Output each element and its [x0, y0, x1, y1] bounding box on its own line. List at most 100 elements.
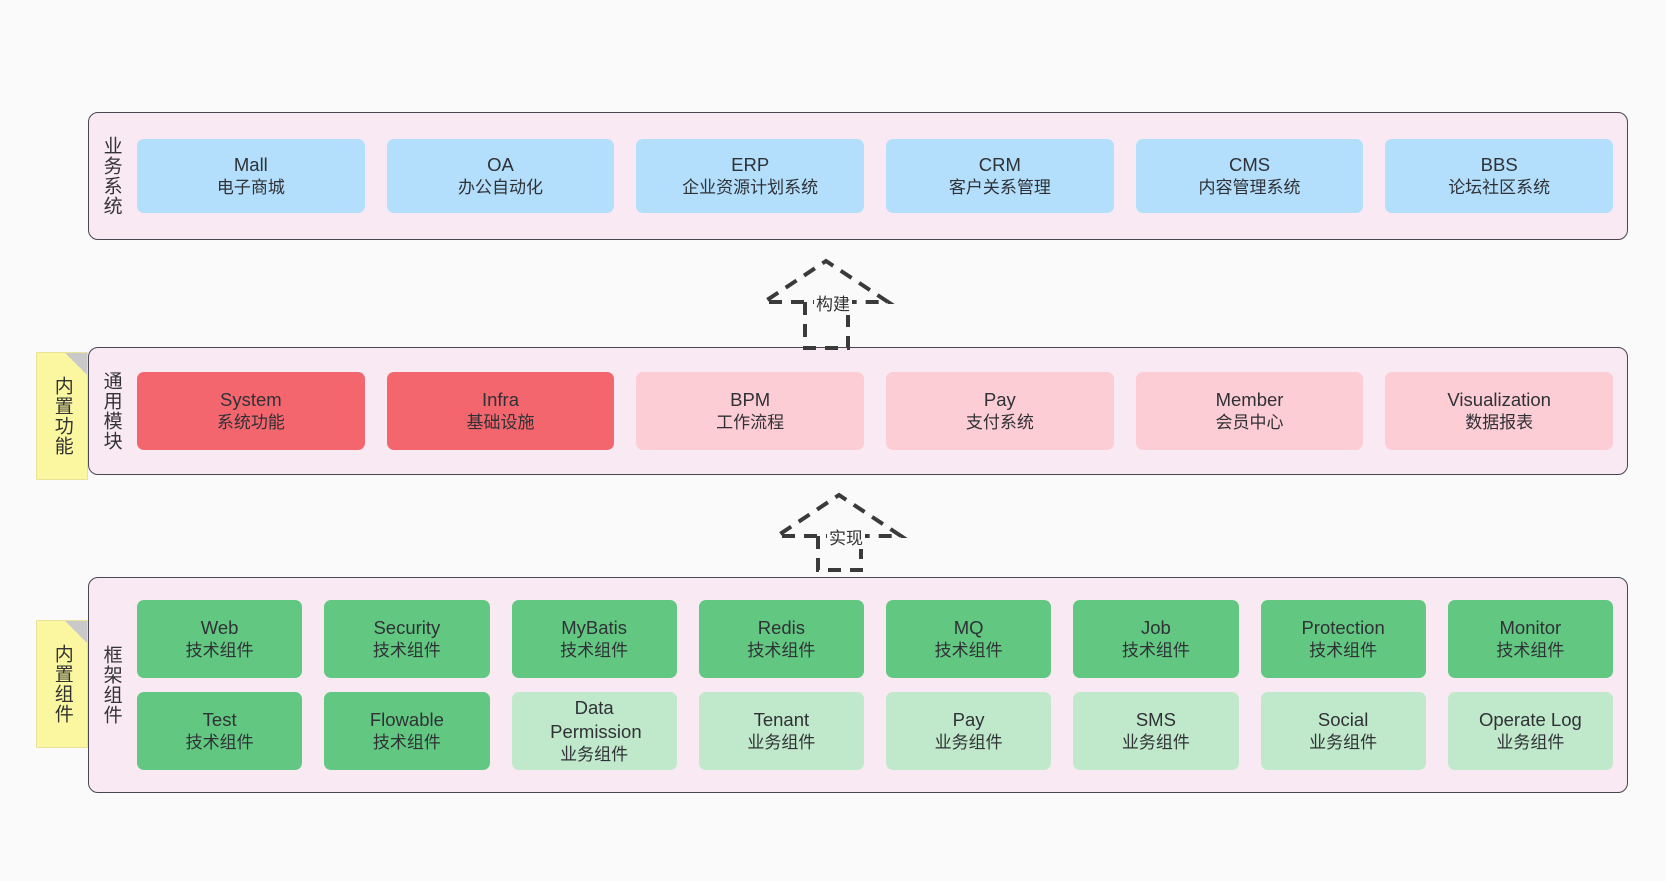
card-title: Test [202, 709, 237, 731]
card-subtitle: 技术组件 [560, 640, 629, 660]
layer-business-system-title: 业务系统 [100, 136, 122, 216]
note-fold-corner [65, 621, 87, 643]
note-fold-corner [65, 353, 87, 375]
card-subtitle: 技术组件 [372, 732, 441, 752]
layer-framework-component: 框架组件 Web 技术组件 Security 技术组件 MyBatis 技术组件… [88, 577, 1628, 793]
card-row-tech: Web 技术组件 Security 技术组件 MyBatis 技术组件 Redi… [137, 600, 1613, 678]
card-title: System [219, 389, 282, 411]
card-protection[interactable]: Protection 技术组件 [1260, 600, 1426, 678]
card-title: OA [487, 154, 514, 176]
card-system[interactable]: System 系统功能 [137, 372, 365, 450]
card-title: BBS [1480, 154, 1518, 176]
card-subtitle: 技术组件 [747, 640, 816, 660]
layer-common-module-title: 通用模块 [100, 371, 122, 451]
card-bbs[interactable]: BBS 论坛社区系统 [1385, 139, 1614, 213]
card-title: Member [1215, 389, 1284, 411]
card-title: Social [1317, 709, 1369, 731]
layer-common-module: 通用模块 System 系统功能 Infra 基础设施 BPM 工作流程 Pay… [88, 347, 1628, 475]
card-pay-component[interactable]: Pay 业务组件 [886, 692, 1052, 770]
card-title: Mall [233, 154, 268, 176]
card-subtitle: 技术组件 [934, 640, 1003, 660]
card-title: MQ [953, 617, 984, 639]
note-builtin-feature: 内置功能 [36, 352, 88, 480]
card-subtitle: 业务组件 [1496, 732, 1565, 752]
card-title: Tenant [753, 709, 810, 731]
arrow-shaft [803, 302, 850, 350]
card-subtitle: 系统功能 [216, 412, 285, 432]
arrowhead-triangle [757, 258, 895, 304]
card-bpm[interactable]: BPM 工作流程 [636, 372, 865, 450]
arrow-build-label: 构建 [814, 290, 852, 315]
card-title: Operate Log [1478, 709, 1582, 731]
card-subtitle: 基础设施 [466, 412, 535, 432]
card-subtitle: 业务组件 [1121, 732, 1190, 752]
layer-framework-component-title: 框架组件 [100, 645, 122, 725]
card-subtitle: 技术组件 [1309, 640, 1378, 660]
card-data-permission[interactable]: Data Permission 业务组件 [511, 692, 677, 770]
card-test[interactable]: Test 技术组件 [137, 692, 303, 770]
card-oa[interactable]: OA 办公自动化 [386, 139, 615, 213]
card-pay[interactable]: Pay 支付系统 [886, 372, 1114, 450]
card-subtitle: 数据报表 [1465, 412, 1534, 432]
card-mq[interactable]: MQ 技术组件 [886, 600, 1052, 678]
note-label: 内置功能 [51, 376, 73, 456]
card-title: Protection [1301, 617, 1385, 639]
card-subtitle: 技术组件 [185, 640, 254, 660]
card-sms[interactable]: SMS 业务组件 [1073, 692, 1239, 770]
card-row-business: Test 技术组件 Flowable 技术组件 Data Permission … [137, 692, 1613, 770]
arrow-implement: 实现 [770, 492, 913, 572]
arrowhead-triangle [770, 492, 908, 538]
card-job[interactable]: Job 技术组件 [1073, 600, 1239, 678]
card-row: Mall 电子商城 OA 办公自动化 ERP 企业资源计划系统 CRM 客户关系… [137, 139, 1614, 213]
card-title: Redis [757, 617, 806, 639]
card-monitor[interactable]: Monitor 技术组件 [1447, 600, 1613, 678]
layer-framework-component-body: Web 技术组件 Security 技术组件 MyBatis 技术组件 Redi… [133, 578, 1627, 792]
note-label: 内置组件 [51, 644, 73, 724]
arrow-shaft [816, 536, 863, 572]
card-crm[interactable]: CRM 客户关系管理 [886, 139, 1114, 213]
card-subtitle: 技术组件 [372, 640, 441, 660]
card-subtitle: 业务组件 [1309, 732, 1378, 752]
card-title: Web [200, 617, 239, 639]
card-title: BPM [730, 389, 771, 411]
card-subtitle: 工作流程 [716, 412, 785, 432]
card-infra[interactable]: Infra 基础设施 [386, 372, 615, 450]
card-tenant[interactable]: Tenant 业务组件 [698, 692, 864, 770]
card-subtitle: 支付系统 [965, 412, 1034, 432]
card-subtitle: 电子商城 [216, 177, 285, 197]
card-subtitle: 技术组件 [1496, 640, 1565, 660]
card-title: CMS [1228, 154, 1271, 176]
card-mall[interactable]: Mall 电子商城 [137, 139, 365, 213]
card-title: SMS [1135, 709, 1176, 731]
card-title: Data Permission [550, 697, 642, 743]
card-title: Job [1140, 617, 1171, 639]
card-title: Monitor [1499, 617, 1562, 639]
card-erp[interactable]: ERP 企业资源计划系统 [636, 139, 865, 213]
card-subtitle: 技术组件 [185, 732, 254, 752]
card-social[interactable]: Social 业务组件 [1260, 692, 1426, 770]
card-visualization[interactable]: Visualization 数据报表 [1385, 372, 1614, 450]
card-operate-log[interactable]: Operate Log 业务组件 [1447, 692, 1613, 770]
card-security[interactable]: Security 技术组件 [324, 600, 490, 678]
card-flowable[interactable]: Flowable 技术组件 [324, 692, 490, 770]
card-subtitle: 业务组件 [747, 732, 816, 752]
note-builtin-component: 内置组件 [36, 620, 88, 748]
card-subtitle: 业务组件 [934, 732, 1003, 752]
card-member[interactable]: Member 会员中心 [1135, 372, 1364, 450]
card-title: ERP [731, 154, 770, 176]
card-redis[interactable]: Redis 技术组件 [698, 600, 864, 678]
card-title: Pay [983, 389, 1016, 411]
layer-business-system: 业务系统 Mall 电子商城 OA 办公自动化 ERP 企业资源计划系统 CRM… [88, 112, 1628, 240]
card-subtitle: 办公自动化 [458, 177, 543, 197]
card-title: Pay [952, 709, 985, 731]
card-subtitle: 客户关系管理 [948, 177, 1051, 197]
card-web[interactable]: Web 技术组件 [137, 600, 303, 678]
card-cms[interactable]: CMS 内容管理系统 [1135, 139, 1364, 213]
card-mybatis[interactable]: MyBatis 技术组件 [511, 600, 677, 678]
card-subtitle: 企业资源计划系统 [682, 177, 819, 197]
layer-common-module-body: System 系统功能 Infra 基础设施 BPM 工作流程 Pay 支付系统… [133, 348, 1627, 474]
arrow-implement-label: 实现 [827, 524, 865, 549]
card-subtitle: 论坛社区系统 [1448, 177, 1551, 197]
card-subtitle: 业务组件 [560, 744, 629, 764]
